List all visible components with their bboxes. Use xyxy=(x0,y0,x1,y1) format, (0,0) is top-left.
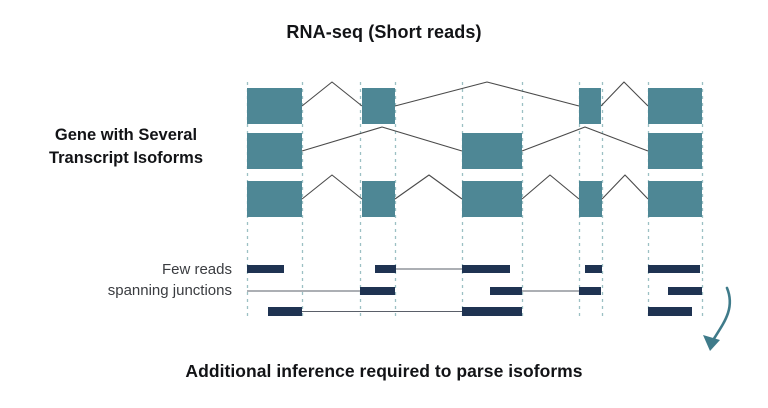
isoform-1-intron-2 xyxy=(394,81,580,107)
isoform-2-exon-1 xyxy=(247,133,302,169)
isoform-3-exon-1 xyxy=(247,181,302,217)
read-row-3-read-2-block-1 xyxy=(648,307,692,316)
read-row-2-read-3-block-1 xyxy=(668,287,702,295)
read-row-1-read-2-block-2 xyxy=(462,265,510,273)
read-row-3-read-1-block-2 xyxy=(462,307,522,316)
isoform-1-intron-3 xyxy=(600,81,649,107)
isoform-2-intron-1 xyxy=(301,126,463,152)
isoform-2-exon-3 xyxy=(462,133,522,169)
isoform-1-exon-5 xyxy=(648,88,702,124)
isoform-3-intron-3 xyxy=(521,174,580,200)
isoform-1-intron-1 xyxy=(301,81,363,107)
short-reads-layer xyxy=(247,265,702,316)
intron-lines-layer xyxy=(301,81,649,200)
isoform-3-exon-5 xyxy=(648,181,702,217)
read-row-1-read-3-block-1 xyxy=(585,265,602,273)
isoform-2-exon-5 xyxy=(648,133,702,169)
figure-caption: Additional inference required to parse i… xyxy=(185,361,583,381)
isoform-3-exon-3 xyxy=(462,181,522,217)
isoform-3-exon-2 xyxy=(362,181,395,217)
isoform-3-intron-1 xyxy=(301,174,363,200)
isoform-3-intron-4 xyxy=(601,174,649,200)
reads-label-line-1: Few reads xyxy=(161,261,232,278)
curved-down-arrow xyxy=(703,286,732,351)
read-row-3-read-1-block-1 xyxy=(268,307,302,316)
isoform-2-intron-2 xyxy=(521,126,649,152)
read-row-2-read-1-block-1 xyxy=(360,287,395,295)
isoform-3-exon-4 xyxy=(579,181,602,217)
few-reads-label: Few reads spanning junctions xyxy=(60,259,232,301)
read-row-2-read-2-block-1 xyxy=(490,287,522,295)
isoform-1-exon-4 xyxy=(579,88,601,124)
gene-label-line-1: Gene with Several xyxy=(54,126,198,144)
read-row-1-read-4-block-1 xyxy=(648,265,700,273)
read-row-1-read-1-block-1 xyxy=(247,265,284,273)
read-row-2-read-2-block-2 xyxy=(579,287,601,295)
arrow-shaft xyxy=(708,286,732,347)
reads-label-line-2: spanning junctions xyxy=(107,282,232,299)
read-row-1-read-2-block-1 xyxy=(375,265,396,273)
isoform-1-exon-1 xyxy=(247,88,302,124)
gene-label-line-2: Transcript Isoforms xyxy=(48,149,204,167)
arrow-head xyxy=(703,335,720,351)
page-title: RNA-seq (Short reads) xyxy=(286,22,482,42)
exon-blocks-layer xyxy=(247,88,702,217)
gene-isoforms-label: Gene with Several Transcript Isoforms xyxy=(18,124,234,170)
isoform-1-exon-2 xyxy=(362,88,395,124)
isoform-3-intron-2 xyxy=(394,174,463,200)
